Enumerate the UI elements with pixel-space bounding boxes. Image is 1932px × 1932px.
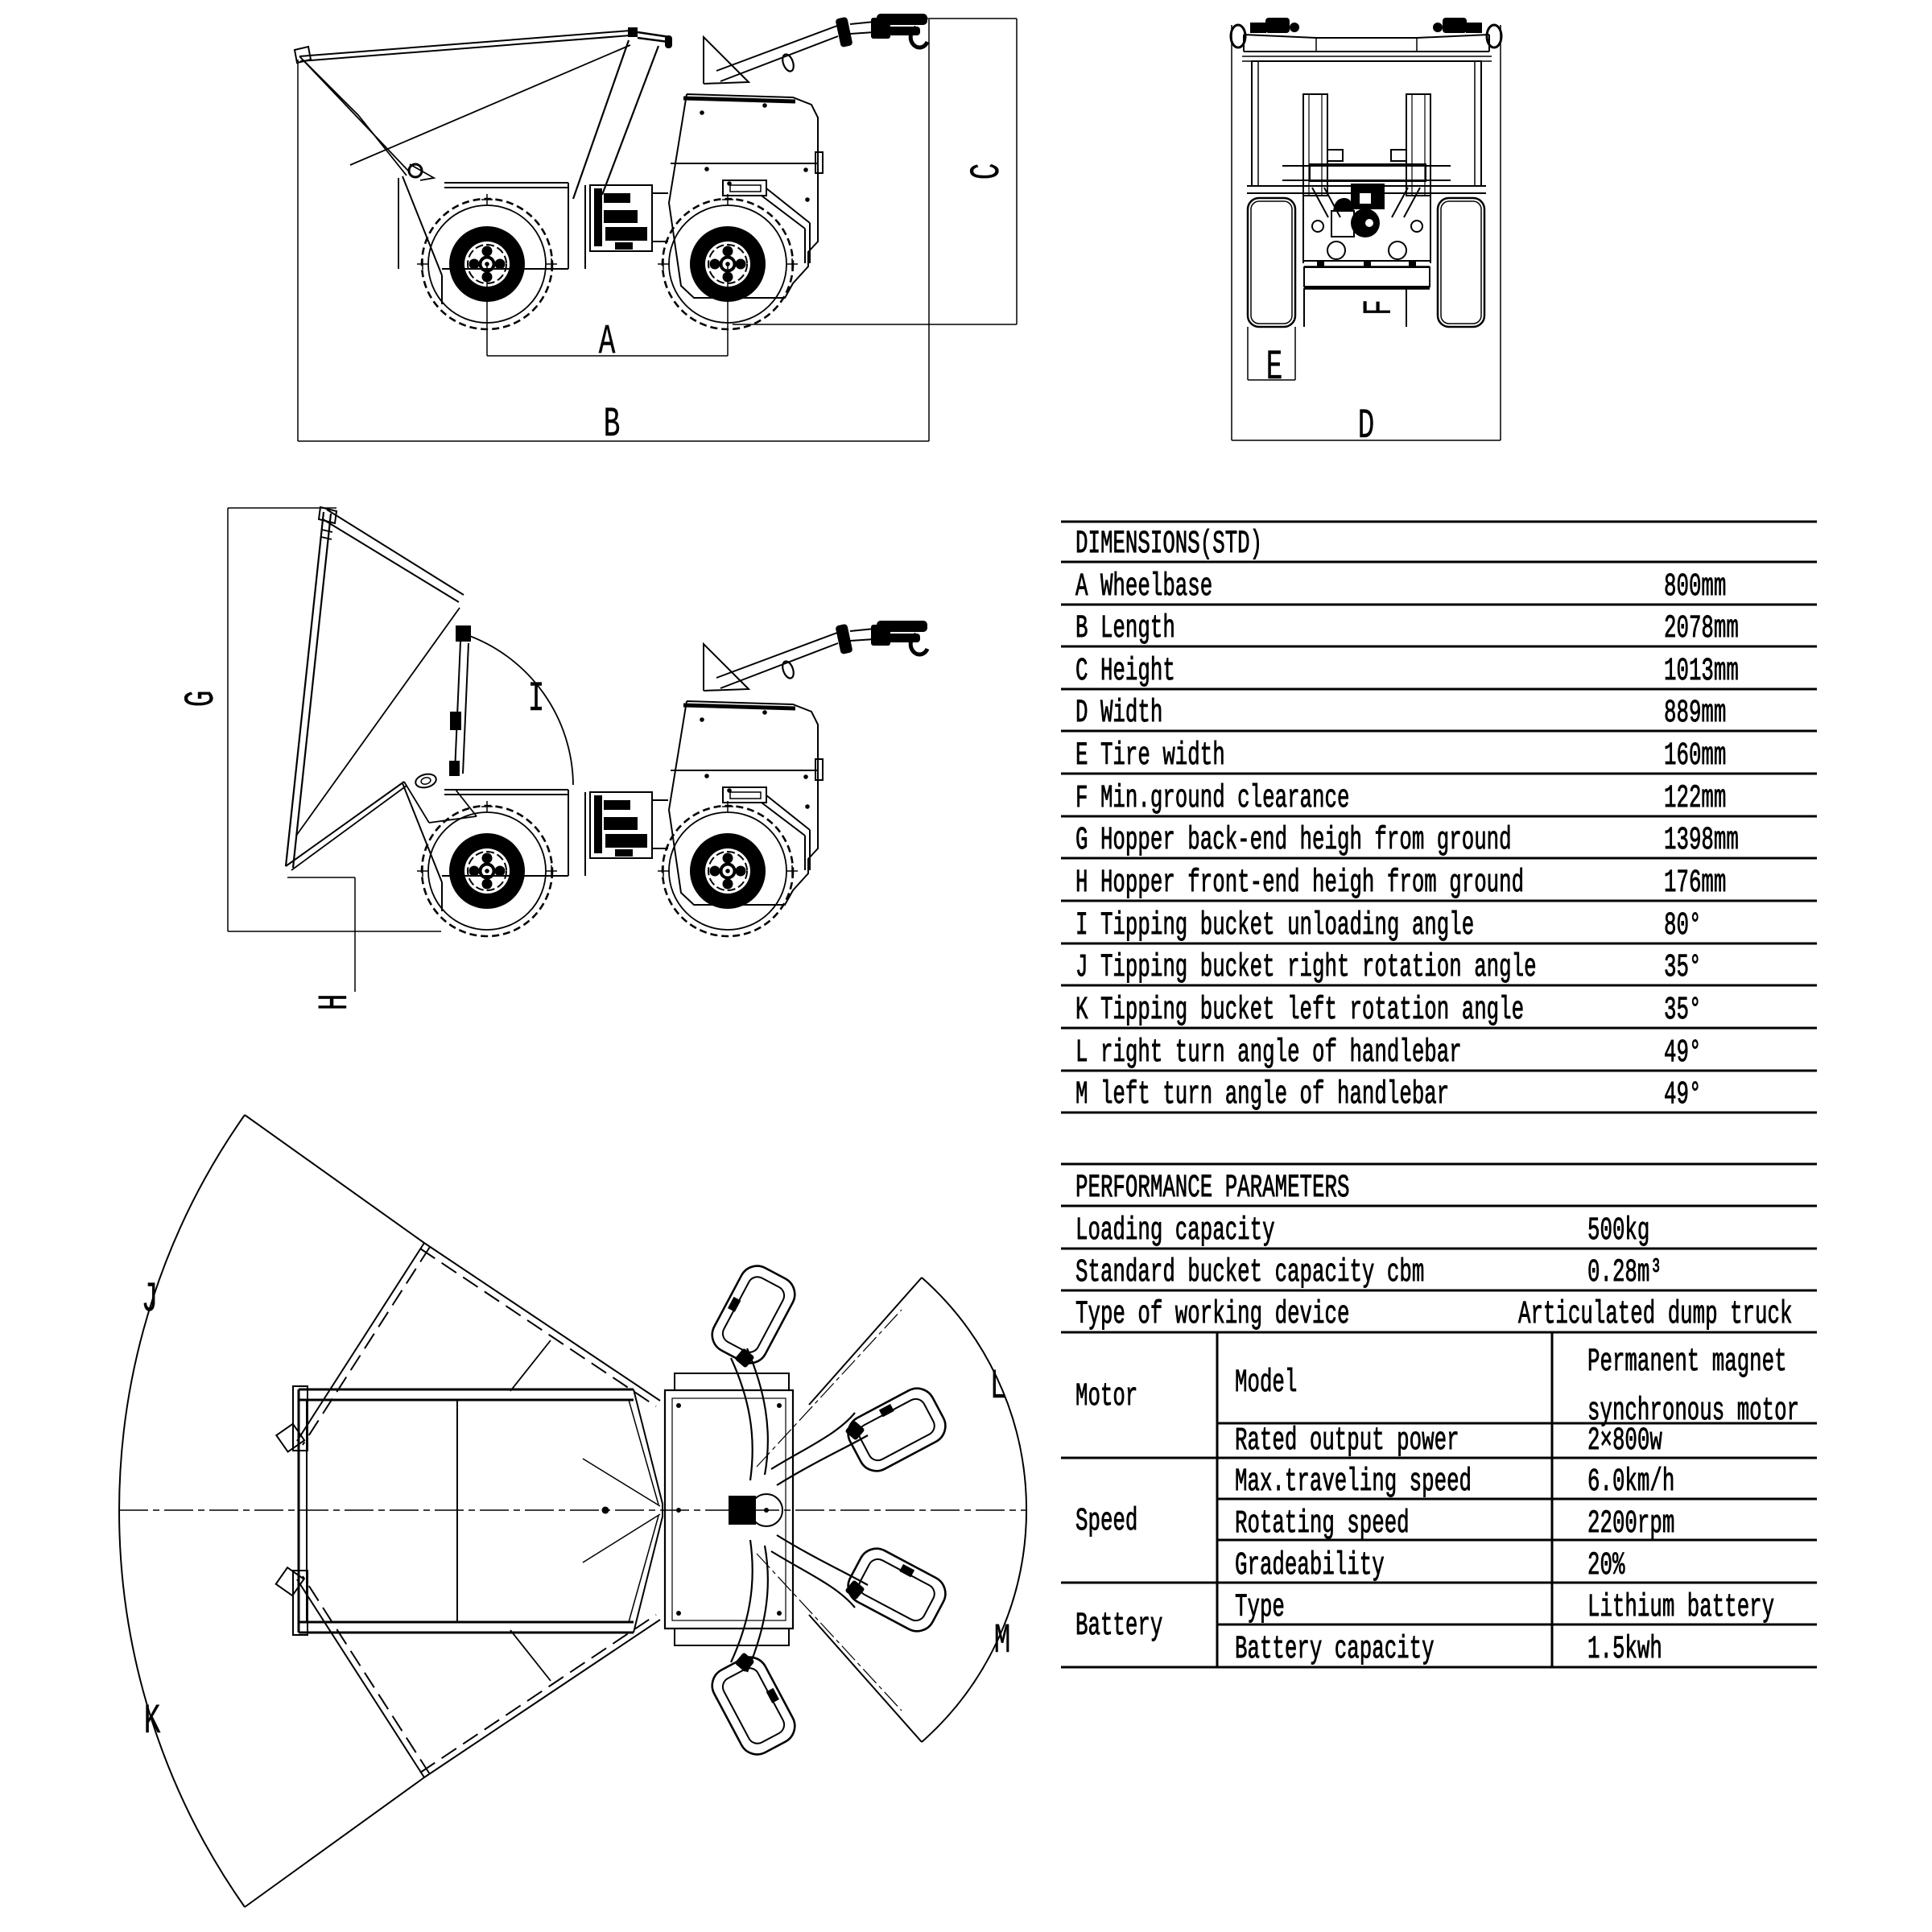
svg-text:1398mm: 1398mm (1664, 823, 1739, 859)
svg-text:A Wheelbase: A Wheelbase (1075, 569, 1212, 605)
svg-text:500kg: 500kg (1587, 1213, 1649, 1249)
svg-text:Type of working device: Type of working device (1075, 1297, 1349, 1333)
svg-text:176mm: 176mm (1664, 865, 1726, 902)
svg-text:Battery capacity: Battery capacity (1235, 1632, 1435, 1668)
svg-text:889mm: 889mm (1664, 696, 1726, 732)
svg-text:160mm: 160mm (1664, 738, 1726, 774)
svg-text:Model: Model (1235, 1365, 1297, 1402)
svg-text:Gradeability: Gradeability (1235, 1548, 1385, 1584)
svg-text:M left turn angle of handlebar: M left turn angle of handlebar (1075, 1077, 1449, 1113)
svg-text:Type: Type (1235, 1590, 1285, 1626)
svg-text:Max.traveling speed: Max.traveling speed (1235, 1464, 1472, 1501)
svg-text:80°: 80° (1664, 908, 1701, 944)
svg-text:122mm: 122mm (1664, 781, 1726, 817)
svg-text:B Length: B Length (1075, 611, 1175, 647)
svg-text:L right turn angle of handleba: L right turn angle of handlebar (1075, 1035, 1462, 1071)
svg-text:0.28m³: 0.28m³ (1587, 1255, 1662, 1291)
svg-text:F Min.ground clearance: F Min.ground clearance (1075, 781, 1349, 817)
svg-text:1.5kwh: 1.5kwh (1587, 1632, 1662, 1668)
svg-text:Rotating speed: Rotating speed (1235, 1506, 1410, 1542)
svg-text:Standard bucket capacity cbm: Standard bucket capacity cbm (1075, 1255, 1424, 1291)
svg-text:DIMENSIONS(STD): DIMENSIONS(STD) (1075, 526, 1262, 563)
svg-text:A: A (599, 319, 616, 366)
svg-text:PERFORMANCE PARAMETERS: PERFORMANCE PARAMETERS (1075, 1170, 1349, 1207)
svg-text:D: D (1358, 403, 1375, 451)
svg-text:C: C (964, 163, 1012, 180)
svg-text:6.0km/h: 6.0km/h (1587, 1464, 1674, 1501)
svg-text:2078mm: 2078mm (1664, 611, 1739, 647)
svg-text:G Hopper back-end heigh from g: G Hopper back-end heigh from ground (1075, 823, 1512, 859)
svg-text:E Tire width: E Tire width (1075, 738, 1225, 774)
svg-text:J Tipping bucket right rotatio: J Tipping bucket right rotation angle (1075, 950, 1537, 986)
svg-text:B: B (604, 402, 621, 449)
svg-text:I Tipping bucket unloading ang: I Tipping bucket unloading angle (1075, 908, 1474, 944)
svg-text:2200rpm: 2200rpm (1587, 1506, 1674, 1542)
svg-text:E: E (1266, 345, 1283, 392)
svg-text:35°: 35° (1664, 993, 1701, 1029)
svg-text:I: I (528, 676, 545, 724)
svg-text:Battery: Battery (1075, 1608, 1162, 1645)
svg-text:49°: 49° (1664, 1035, 1701, 1071)
svg-text:H Hopper front-end heigh from: H Hopper front-end heigh from ground (1075, 865, 1524, 902)
svg-text:Rated output power: Rated output power (1235, 1423, 1459, 1459)
svg-text:K Tipping bucket left rotation: K Tipping bucket left rotation angle (1075, 993, 1524, 1029)
svg-text:Loading capacity: Loading capacity (1075, 1213, 1275, 1249)
svg-text:J: J (142, 1277, 159, 1324)
svg-text:Articulated dump truck: Articulated dump truck (1518, 1297, 1792, 1333)
svg-text:Permanent magnet: Permanent magnet (1587, 1344, 1787, 1381)
svg-text:49°: 49° (1664, 1077, 1701, 1113)
svg-text:M: M (994, 1618, 1011, 1666)
svg-text:K: K (144, 1699, 161, 1746)
svg-text:20%: 20% (1587, 1548, 1625, 1584)
svg-text:D Width: D Width (1075, 696, 1162, 732)
svg-text:Motor: Motor (1075, 1379, 1137, 1415)
svg-text:C Height: C Height (1075, 654, 1175, 690)
svg-text:1013mm: 1013mm (1664, 654, 1739, 690)
svg-text:800mm: 800mm (1664, 569, 1726, 605)
svg-text:G: G (179, 691, 226, 708)
svg-text:F: F (1357, 299, 1403, 316)
svg-text:35°: 35° (1664, 950, 1701, 986)
svg-text:Speed: Speed (1075, 1504, 1137, 1540)
svg-text:synchronous motor: synchronous motor (1587, 1393, 1799, 1430)
svg-text:H: H (312, 994, 360, 1011)
svg-text:L: L (990, 1364, 1007, 1411)
svg-text:Lithium battery: Lithium battery (1587, 1590, 1774, 1626)
svg-text:2×800w: 2×800w (1587, 1423, 1662, 1459)
